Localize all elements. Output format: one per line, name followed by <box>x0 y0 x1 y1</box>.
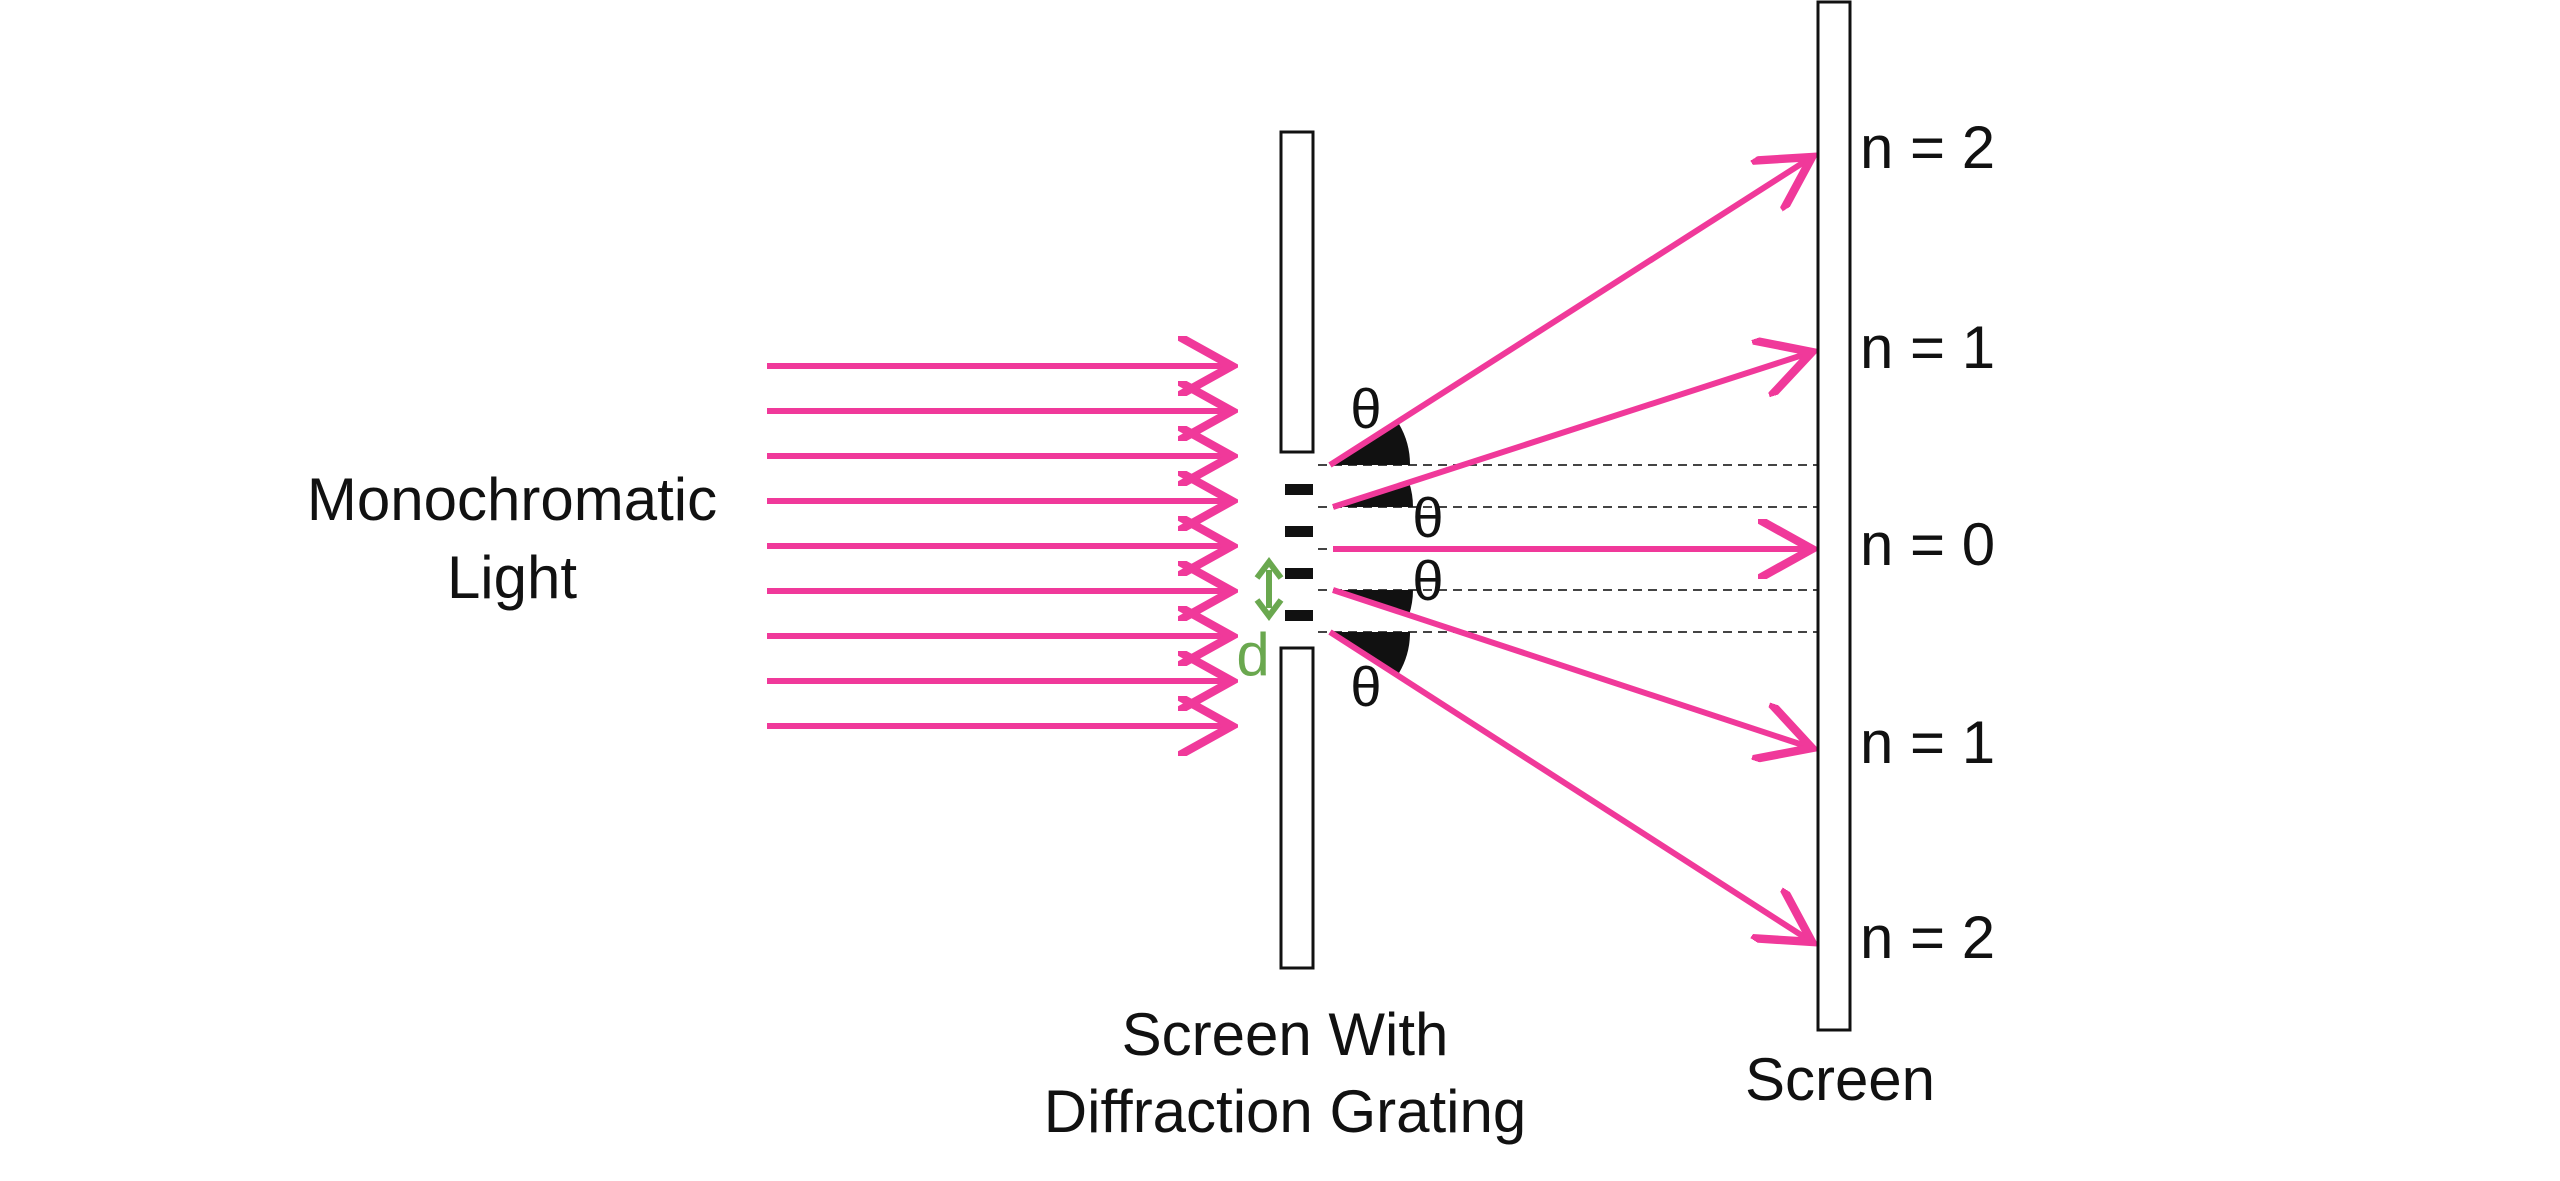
theta-label-bottom-1: θ <box>1412 549 1443 612</box>
grating-lower-barrier <box>1279 646 1315 970</box>
diffracted-ray-top-1 <box>1332 352 1812 510</box>
light-label-line2: Light <box>447 544 577 611</box>
spacing-label: d <box>1236 621 1269 688</box>
grating-upper-barrier <box>1279 130 1315 454</box>
slit-spacing-indicator <box>1254 557 1284 621</box>
order-label-bottom-1: n = 1 <box>1860 709 1995 776</box>
spacing-arrow-down-icon <box>1254 598 1284 621</box>
diffracted-ray-bottom-2 <box>1328 629 1812 942</box>
order-label-top-1: n = 1 <box>1860 314 1995 381</box>
grating-bar <box>1285 526 1313 537</box>
diffracted-ray-top-2 <box>1328 157 1812 468</box>
grating-bar <box>1285 568 1313 579</box>
light-label-line1: Monochromatic <box>307 466 717 533</box>
theta-label-top-2: θ <box>1350 377 1381 440</box>
grating-bar <box>1285 484 1313 495</box>
theta-label-top-1: θ <box>1412 486 1443 549</box>
diffracted-ray-bottom-1 <box>1332 587 1812 748</box>
grating-label-line1: Screen With <box>1122 1001 1449 1068</box>
grating-bar <box>1285 610 1313 621</box>
viewing-screen <box>1816 0 1852 1032</box>
grating-slits <box>1285 484 1313 621</box>
grating-label-line2: Diffraction Grating <box>1044 1078 1526 1145</box>
order-label-bottom-2: n = 2 <box>1860 904 1995 971</box>
theta-label-bottom-2: θ <box>1350 655 1381 718</box>
order-label-center: n = 0 <box>1860 511 1995 578</box>
order-label-top-2: n = 2 <box>1860 114 1995 181</box>
diffracted-light-rays <box>1328 157 1812 942</box>
incident-light-rays <box>767 366 1232 726</box>
screen-label: Screen <box>1745 1046 1935 1113</box>
spacing-arrow-up-icon <box>1254 557 1284 580</box>
